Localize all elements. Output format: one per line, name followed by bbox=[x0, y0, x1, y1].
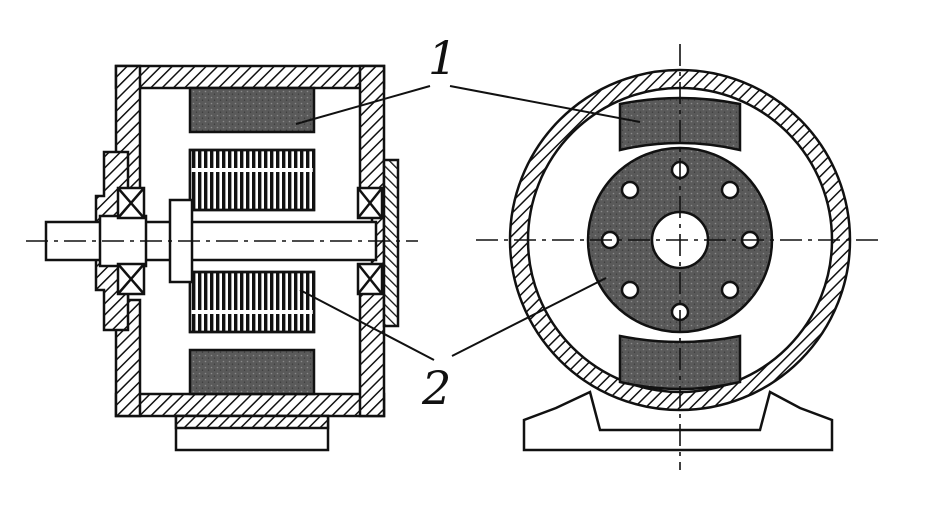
end-view-base bbox=[522, 390, 834, 452]
base-hatch bbox=[174, 414, 330, 430]
label-2: 2 bbox=[421, 361, 451, 415]
end-view bbox=[476, 44, 884, 470]
bearing-right bbox=[356, 186, 384, 296]
housing-top-wall bbox=[114, 64, 386, 90]
rotor-core-lower bbox=[188, 270, 316, 334]
rotor-core-upper bbox=[188, 148, 316, 212]
label-1: 1 bbox=[428, 31, 457, 85]
rotor-vent-holes bbox=[600, 160, 760, 322]
stator-winding-top bbox=[188, 86, 316, 134]
side-section-view bbox=[26, 64, 418, 452]
right-end-cover bbox=[382, 158, 400, 328]
housing-bottom-wall bbox=[114, 392, 386, 418]
stator-winding-bottom bbox=[188, 348, 316, 396]
bearing-left bbox=[116, 186, 146, 296]
leader-lines bbox=[295, 85, 641, 361]
